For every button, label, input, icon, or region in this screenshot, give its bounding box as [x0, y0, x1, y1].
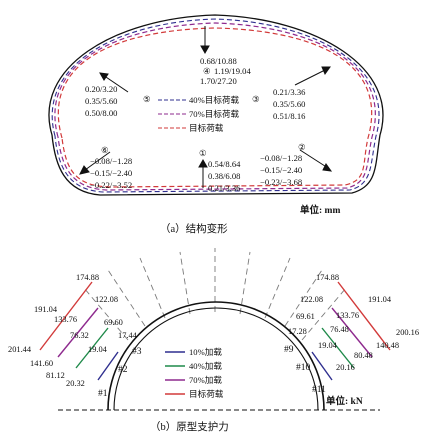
legend-70-pct: 70%加载	[189, 374, 222, 385]
deformation-panel: ④ 0.68/10.88 1.19/19.04 1.70/27.20 ⑤ 0.2…	[48, 14, 384, 235]
right-force-lines	[311, 281, 391, 381]
right-red-1: 174.88	[316, 273, 339, 282]
point-3-value-3: 0.51/8.16	[273, 111, 306, 121]
original-outline	[48, 14, 384, 196]
anchor-10: #10	[296, 363, 311, 373]
point-6-label: ⑥	[101, 145, 109, 155]
legend-40-pct: 40%加载	[189, 360, 222, 371]
right-purple-1: 122.08	[300, 295, 323, 304]
point-1-value-3: 0.21/3.36	[208, 183, 241, 193]
point-1-value-1: 0.54/8.64	[208, 159, 241, 169]
deformation-legend: 40%目标荷载 70%目标荷载 目标荷载	[158, 94, 240, 133]
point-5-value-3: 0.50/8.00	[85, 108, 117, 118]
left-purple-2: 133.76	[54, 315, 77, 324]
point-3-value-2: 0.35/5.60	[273, 99, 305, 109]
point-6-value-1: −0.08/−1.28	[90, 156, 132, 166]
legend-target-load: 目标荷载	[189, 388, 224, 399]
caption-b: （b）原型支护力	[150, 420, 229, 433]
anchor-9: #9	[284, 345, 294, 355]
right-blue-1: 17.28	[288, 327, 307, 336]
left-red-3: 201.44	[8, 345, 32, 354]
point-5-value-1: 0.20/3.20	[85, 84, 117, 94]
right-purple-2: 133.76	[336, 311, 359, 320]
point-6-value-2: −0.15/−2.40	[90, 168, 132, 178]
support-force-panel: 174.88 191.04 201.44 122.08 133.76 141.6…	[8, 248, 419, 433]
point-1-label: ①	[199, 148, 207, 158]
force-unit: 单位: kN	[326, 395, 363, 407]
point-2-value-1: −0.08/−1.28	[260, 153, 302, 163]
arrow-4	[200, 26, 210, 55]
point-5-value-2: 0.35/5.60	[85, 96, 117, 106]
anchor-3: #3	[132, 347, 142, 357]
arrow-2	[299, 149, 333, 172]
point-6-value-3: −0.22/−3.52	[90, 180, 132, 190]
left-blue-2: 19.04	[88, 345, 108, 354]
right-green-2: 76.48	[330, 325, 349, 334]
right-blue-2: 19.04	[318, 341, 338, 350]
force-legend: 10%加载 40%加载 70%加载 目标荷载	[165, 346, 224, 399]
anchor-2: #2	[118, 365, 128, 375]
left-purple-3: 141.60	[30, 359, 53, 368]
point-2-value-2: −0.15/−2.40	[260, 165, 302, 175]
legend-target: 目标荷载	[189, 122, 224, 133]
left-red-2: 191.04	[34, 305, 58, 314]
legend-forty-pct: 40%目标荷载	[189, 94, 240, 105]
right-green-3: 80.48	[354, 351, 373, 360]
left-blue-3: 20.32	[66, 379, 85, 388]
arrow-3	[294, 66, 331, 86]
point-5-label: ⑤	[143, 94, 151, 104]
right-purple-3: 140.48	[376, 341, 399, 350]
right-red-2: 191.04	[368, 295, 392, 304]
point-4-value-2: 1.19/19.04	[214, 66, 251, 76]
left-force-lines	[39, 281, 119, 381]
arrow-6	[79, 151, 111, 175]
legend-seventy-pct: 70%目标荷载	[189, 108, 240, 119]
caption-a: （a）结构变形	[160, 222, 228, 235]
left-green-2: 76.32	[70, 331, 89, 340]
right-red-3: 200.16	[396, 328, 419, 337]
right-green-1: 69.61	[296, 312, 315, 321]
left-blue-1: 17.44	[118, 331, 138, 340]
anchor-1: #1	[98, 389, 108, 399]
left-red-1: 174.88	[76, 273, 99, 282]
arrow-1	[198, 158, 208, 188]
right-blue-3: 20.16	[336, 363, 355, 372]
arrow-5	[99, 72, 129, 93]
lining-arch-outer	[107, 301, 325, 411]
left-purple-1: 122.08	[95, 295, 118, 304]
deformation-unit: 单位: mm	[300, 204, 340, 216]
point-3-label: ③	[252, 94, 260, 104]
target-load-contour	[57, 27, 373, 188]
forty-pct-contour	[51, 18, 380, 193]
point-4-value-3: 1.70/27.20	[200, 76, 237, 86]
point-2-value-3: −0.23/−3.68	[260, 177, 302, 187]
lining-arch-inner	[113, 307, 319, 411]
seventy-pct-contour	[54, 22, 376, 191]
point-2-label: ②	[298, 142, 306, 152]
point-3-value-1: 0.21/3.36	[273, 87, 306, 97]
anchor-11: #11	[312, 385, 326, 395]
point-4-value-1: 0.68/10.88	[200, 56, 237, 66]
left-green-3: 81.12	[46, 371, 65, 380]
point-4-label: ④	[203, 66, 211, 76]
left-green-1: 69.60	[104, 318, 123, 327]
point-1-value-2: 0.38/6.08	[208, 171, 240, 181]
legend-10-pct: 10%加载	[189, 346, 222, 357]
